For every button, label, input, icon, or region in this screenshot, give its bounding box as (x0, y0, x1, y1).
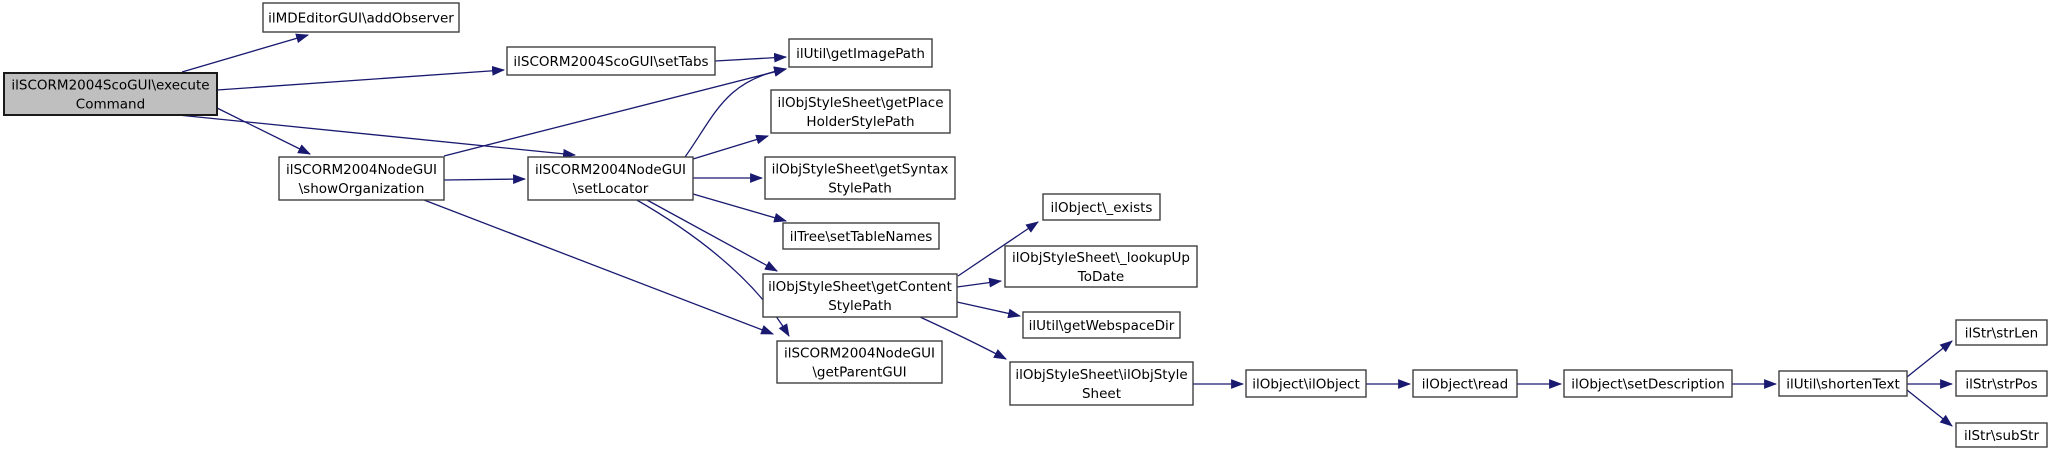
call-edge-showOrganization-to-setLocator (443, 174, 527, 185)
node-label-getParentGUI-line0: ilSCORM2004NodeGUI (784, 346, 935, 362)
call-edge-executeCommand-to-setTabs (216, 65, 506, 91)
node-label-read-line0: ilObject\read (1422, 377, 1508, 393)
node-box-executeCommand[interactable] (3, 72, 218, 116)
graph-node-exists[interactable]: ilObject\_exists (1042, 193, 1161, 221)
graph-node-setLocator[interactable]: ilSCORM2004NodeGUI \setLocator (527, 156, 694, 201)
node-label-executeCommand-line1: Command (76, 97, 145, 113)
graph-node-ilObject[interactable]: ilObject\ilObject (1245, 369, 1367, 398)
node-box-shortenText[interactable] (1778, 370, 1908, 397)
node-box-addObserver[interactable] (262, 2, 460, 33)
graph-node-setDescription[interactable]: ilObject\setDescription (1563, 369, 1733, 398)
node-box-subStr[interactable] (1955, 422, 2048, 448)
node-label-setDescription-line0: ilObject\setDescription (1571, 377, 1725, 393)
call-edge-getContentStylePath-to-ilObjStyleSheet (919, 316, 1007, 360)
node-label-ilObject-line0: ilObject\ilObject (1252, 377, 1360, 393)
graph-node-ilObjStyleSheet[interactable]: ilObjStyleSheet\ilObjStyleSheet (1009, 361, 1194, 406)
node-label-getContentStylePath-line0: ilObjStyleSheet\getContent (768, 279, 952, 295)
node-label-executeCommand-line0: ilSCORM2004ScoGUI\execute (11, 78, 209, 94)
graph-node-subStr[interactable]: ilStr\subStr (1955, 422, 2048, 448)
node-box-exists[interactable] (1042, 193, 1161, 221)
node-box-strPos[interactable] (1955, 370, 2048, 397)
graph-node-setTableNames[interactable]: ilTree\setTableNames (782, 222, 940, 250)
node-label-lookupUpToDate-line1: ToDate (1077, 269, 1124, 285)
graph-node-read[interactable]: ilObject\read (1412, 369, 1518, 398)
node-box-getSyntaxStylePath[interactable] (764, 156, 956, 200)
node-label-getPlaceHolderStylePath-line1: HolderStylePath (806, 114, 914, 130)
node-label-shortenText-line0: ilUtil\shortenText (1786, 377, 1900, 393)
call-edge-executeCommand-to-addObserver (181, 33, 310, 73)
node-label-addObserver-line0: ilMDEditorGUI\addObserver (268, 11, 454, 27)
graph-node-getImagePath[interactable]: ilUtil\getImagePath (788, 38, 933, 68)
graph-node-shortenText[interactable]: ilUtil\shortenText (1778, 370, 1908, 397)
graph-node-strPos[interactable]: ilStr\strPos (1955, 370, 2048, 397)
node-label-ilObjStyleSheet-line1: Sheet (1082, 386, 1121, 402)
graph-node-showOrganization[interactable]: ilSCORM2004NodeGUI \showOrganization (278, 156, 445, 201)
call-edge-executeCommand-to-showOrganization (216, 107, 311, 155)
node-label-getContentStylePath-line1: StylePath (828, 298, 892, 314)
node-label-setTableNames-line0: ilTree\setTableNames (790, 229, 933, 245)
node-label-ilObjStyleSheet-line0: ilObjStyleSheet\ilObjStyle (1015, 367, 1187, 383)
graph-node-getParentGUI[interactable]: ilSCORM2004NodeGUI \getParentGUI (776, 340, 943, 384)
node-box-setLocator[interactable] (527, 156, 694, 201)
graph-node-strLen[interactable]: ilStr\strLen (1955, 319, 2048, 346)
node-box-ilObjStyleSheet[interactable] (1009, 361, 1194, 406)
node-label-showOrganization-line0: ilSCORM2004NodeGUI (286, 162, 437, 178)
node-box-read[interactable] (1412, 369, 1518, 398)
node-label-getImagePath-line0: ilUtil\getImagePath (796, 46, 925, 62)
node-label-getSyntaxStylePath-line0: ilObjStyleSheet\getSyntax (772, 162, 949, 178)
node-label-setLocator-line0: ilSCORM2004NodeGUI (535, 162, 686, 178)
node-box-getImagePath[interactable] (788, 38, 933, 68)
call-edge-setLocator-to-getImagePath (684, 66, 788, 158)
node-box-getContentStylePath[interactable] (762, 273, 958, 318)
node-box-getWebspaceDir[interactable] (1022, 311, 1181, 339)
call-edge-setLocator-to-getPlaceHolderStylePath (692, 134, 770, 160)
node-label-getSyntaxStylePath-line1: StylePath (828, 181, 892, 197)
call-edge-showOrganization-to-getParentGUI (423, 199, 775, 335)
node-box-showOrganization[interactable] (278, 156, 445, 201)
call-edge-getContentStylePath-to-exists (957, 221, 1039, 277)
node-box-strLen[interactable] (1955, 319, 2048, 346)
node-label-getParentGUI-line1: \getParentGUI (812, 365, 906, 381)
call-edge-setLocator-to-getParentGUI (634, 198, 790, 337)
node-box-setDescription[interactable] (1563, 369, 1733, 398)
node-label-getPlaceHolderStylePath-line0: ilObjStyleSheet\getPlace (778, 95, 944, 111)
call-edge-getContentStylePath-to-getWebspaceDir (956, 301, 1022, 319)
call-edge-shortenText-to-subStr (1906, 389, 1953, 427)
call-edge-showOrganization-to-getImagePath (443, 67, 788, 157)
node-label-showOrganization-line1: \showOrganization (299, 181, 425, 197)
node-box-lookupUpToDate[interactable] (1004, 245, 1198, 288)
node-label-exists-line0: ilObject\_exists (1051, 200, 1153, 216)
node-box-getPlaceHolderStylePath[interactable] (770, 89, 951, 134)
node-box-setTableNames[interactable] (782, 222, 940, 250)
call-edge-setLocator-to-setTableNames (692, 193, 788, 223)
node-label-getWebspaceDir-line0: ilUtil\getWebspaceDir (1029, 318, 1175, 334)
node-label-strPos-line0: ilStr\strPos (1965, 377, 2037, 393)
node-box-setTabs[interactable] (506, 46, 716, 76)
call-edge-setLocator-to-getContentStylePath (646, 199, 778, 272)
node-label-strLen-line0: ilStr\strLen (1965, 326, 2039, 342)
node-box-ilObject[interactable] (1245, 369, 1367, 398)
graph-node-addObserver[interactable]: ilMDEditorGUI\addObserver (262, 2, 460, 33)
node-box-getParentGUI[interactable] (776, 340, 943, 384)
call-edge-getContentStylePath-to-lookupUpToDate (956, 277, 1003, 288)
graph-edges (177, 33, 1954, 427)
call-edge-setTabs-to-getImagePath (714, 52, 788, 63)
node-label-setLocator-line1: \setLocator (573, 181, 649, 197)
call-edge-shortenText-to-strLen (1906, 340, 1953, 378)
call-edge-executeCommand-to-setLocator (177, 114, 577, 159)
graph-node-setTabs[interactable]: ilSCORM2004ScoGUI\setTabs (506, 46, 716, 76)
node-label-setTabs-line0: ilSCORM2004ScoGUI\setTabs (513, 54, 708, 70)
node-label-lookupUpToDate-line0: ilObjStyleSheet\_lookupUp (1012, 250, 1190, 266)
node-label-subStr-line0: ilStr\subStr (1964, 428, 2039, 444)
graph-node-getWebspaceDir[interactable]: ilUtil\getWebspaceDir (1022, 311, 1181, 339)
